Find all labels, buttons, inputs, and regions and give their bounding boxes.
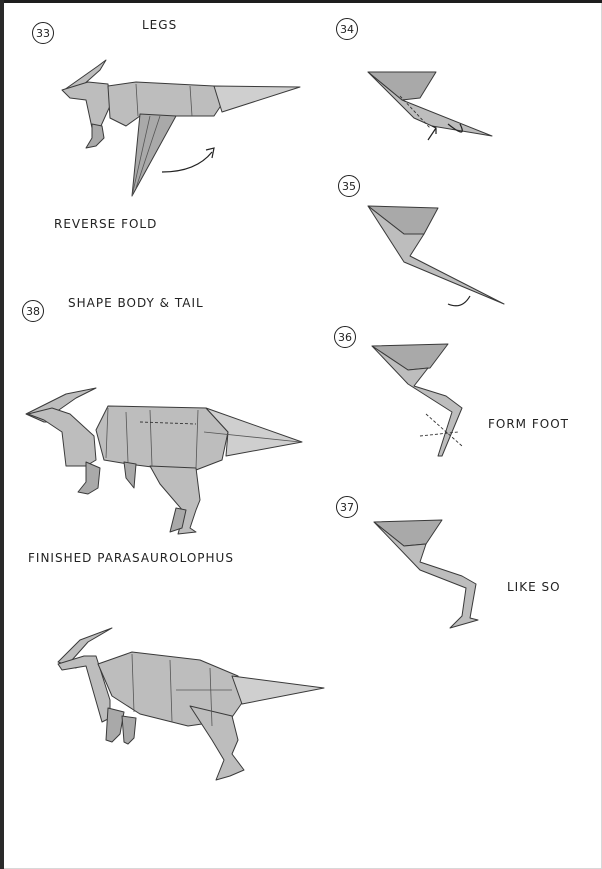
push-arrow — [427, 127, 437, 141]
tail-shape — [205, 407, 303, 457]
fore-leg-shape — [123, 461, 137, 489]
fold-arrow — [447, 123, 463, 133]
step-33-number: 33 — [32, 22, 54, 44]
step-38-caption: FINISHED PARASAUROLOPHUS — [28, 551, 234, 565]
hind-leg-shape — [149, 465, 201, 535]
rotate-arrow — [161, 151, 213, 173]
tail-shape — [231, 675, 325, 705]
hind-leg-back-shape — [169, 507, 187, 533]
curl-arrow — [447, 295, 471, 307]
step-36-caption: FORM FOOT — [488, 417, 569, 431]
step-33-title: LEGS — [142, 18, 178, 32]
leg-flap-shape — [131, 113, 177, 197]
step-33-caption: REVERSE FOLD — [54, 217, 158, 231]
foreleg-1-shape — [105, 707, 125, 743]
foot-crease — [419, 413, 463, 447]
leg-shape — [373, 521, 479, 629]
step-38-title: SHAPE BODY & TAIL — [68, 296, 204, 310]
hind-leg-shape — [189, 705, 245, 781]
tail-shape — [213, 85, 301, 113]
step-38-number: 38 — [22, 300, 44, 322]
step-37-caption: LIKE SO — [507, 580, 561, 594]
arm-shape — [77, 461, 101, 495]
arm-shape — [85, 123, 105, 149]
neck-shape — [27, 407, 97, 467]
step-37-number: 37 — [336, 496, 358, 518]
step-34-number: 34 — [336, 18, 358, 40]
body-shape — [95, 405, 229, 471]
leg-shape — [367, 205, 505, 305]
foreleg-2-shape — [121, 715, 137, 745]
scan-edge-left — [0, 0, 4, 869]
step-35-number: 35 — [338, 175, 360, 197]
scan-edge-top — [0, 0, 602, 3]
step-36-number: 36 — [334, 326, 356, 348]
leg-shape — [371, 345, 463, 457]
